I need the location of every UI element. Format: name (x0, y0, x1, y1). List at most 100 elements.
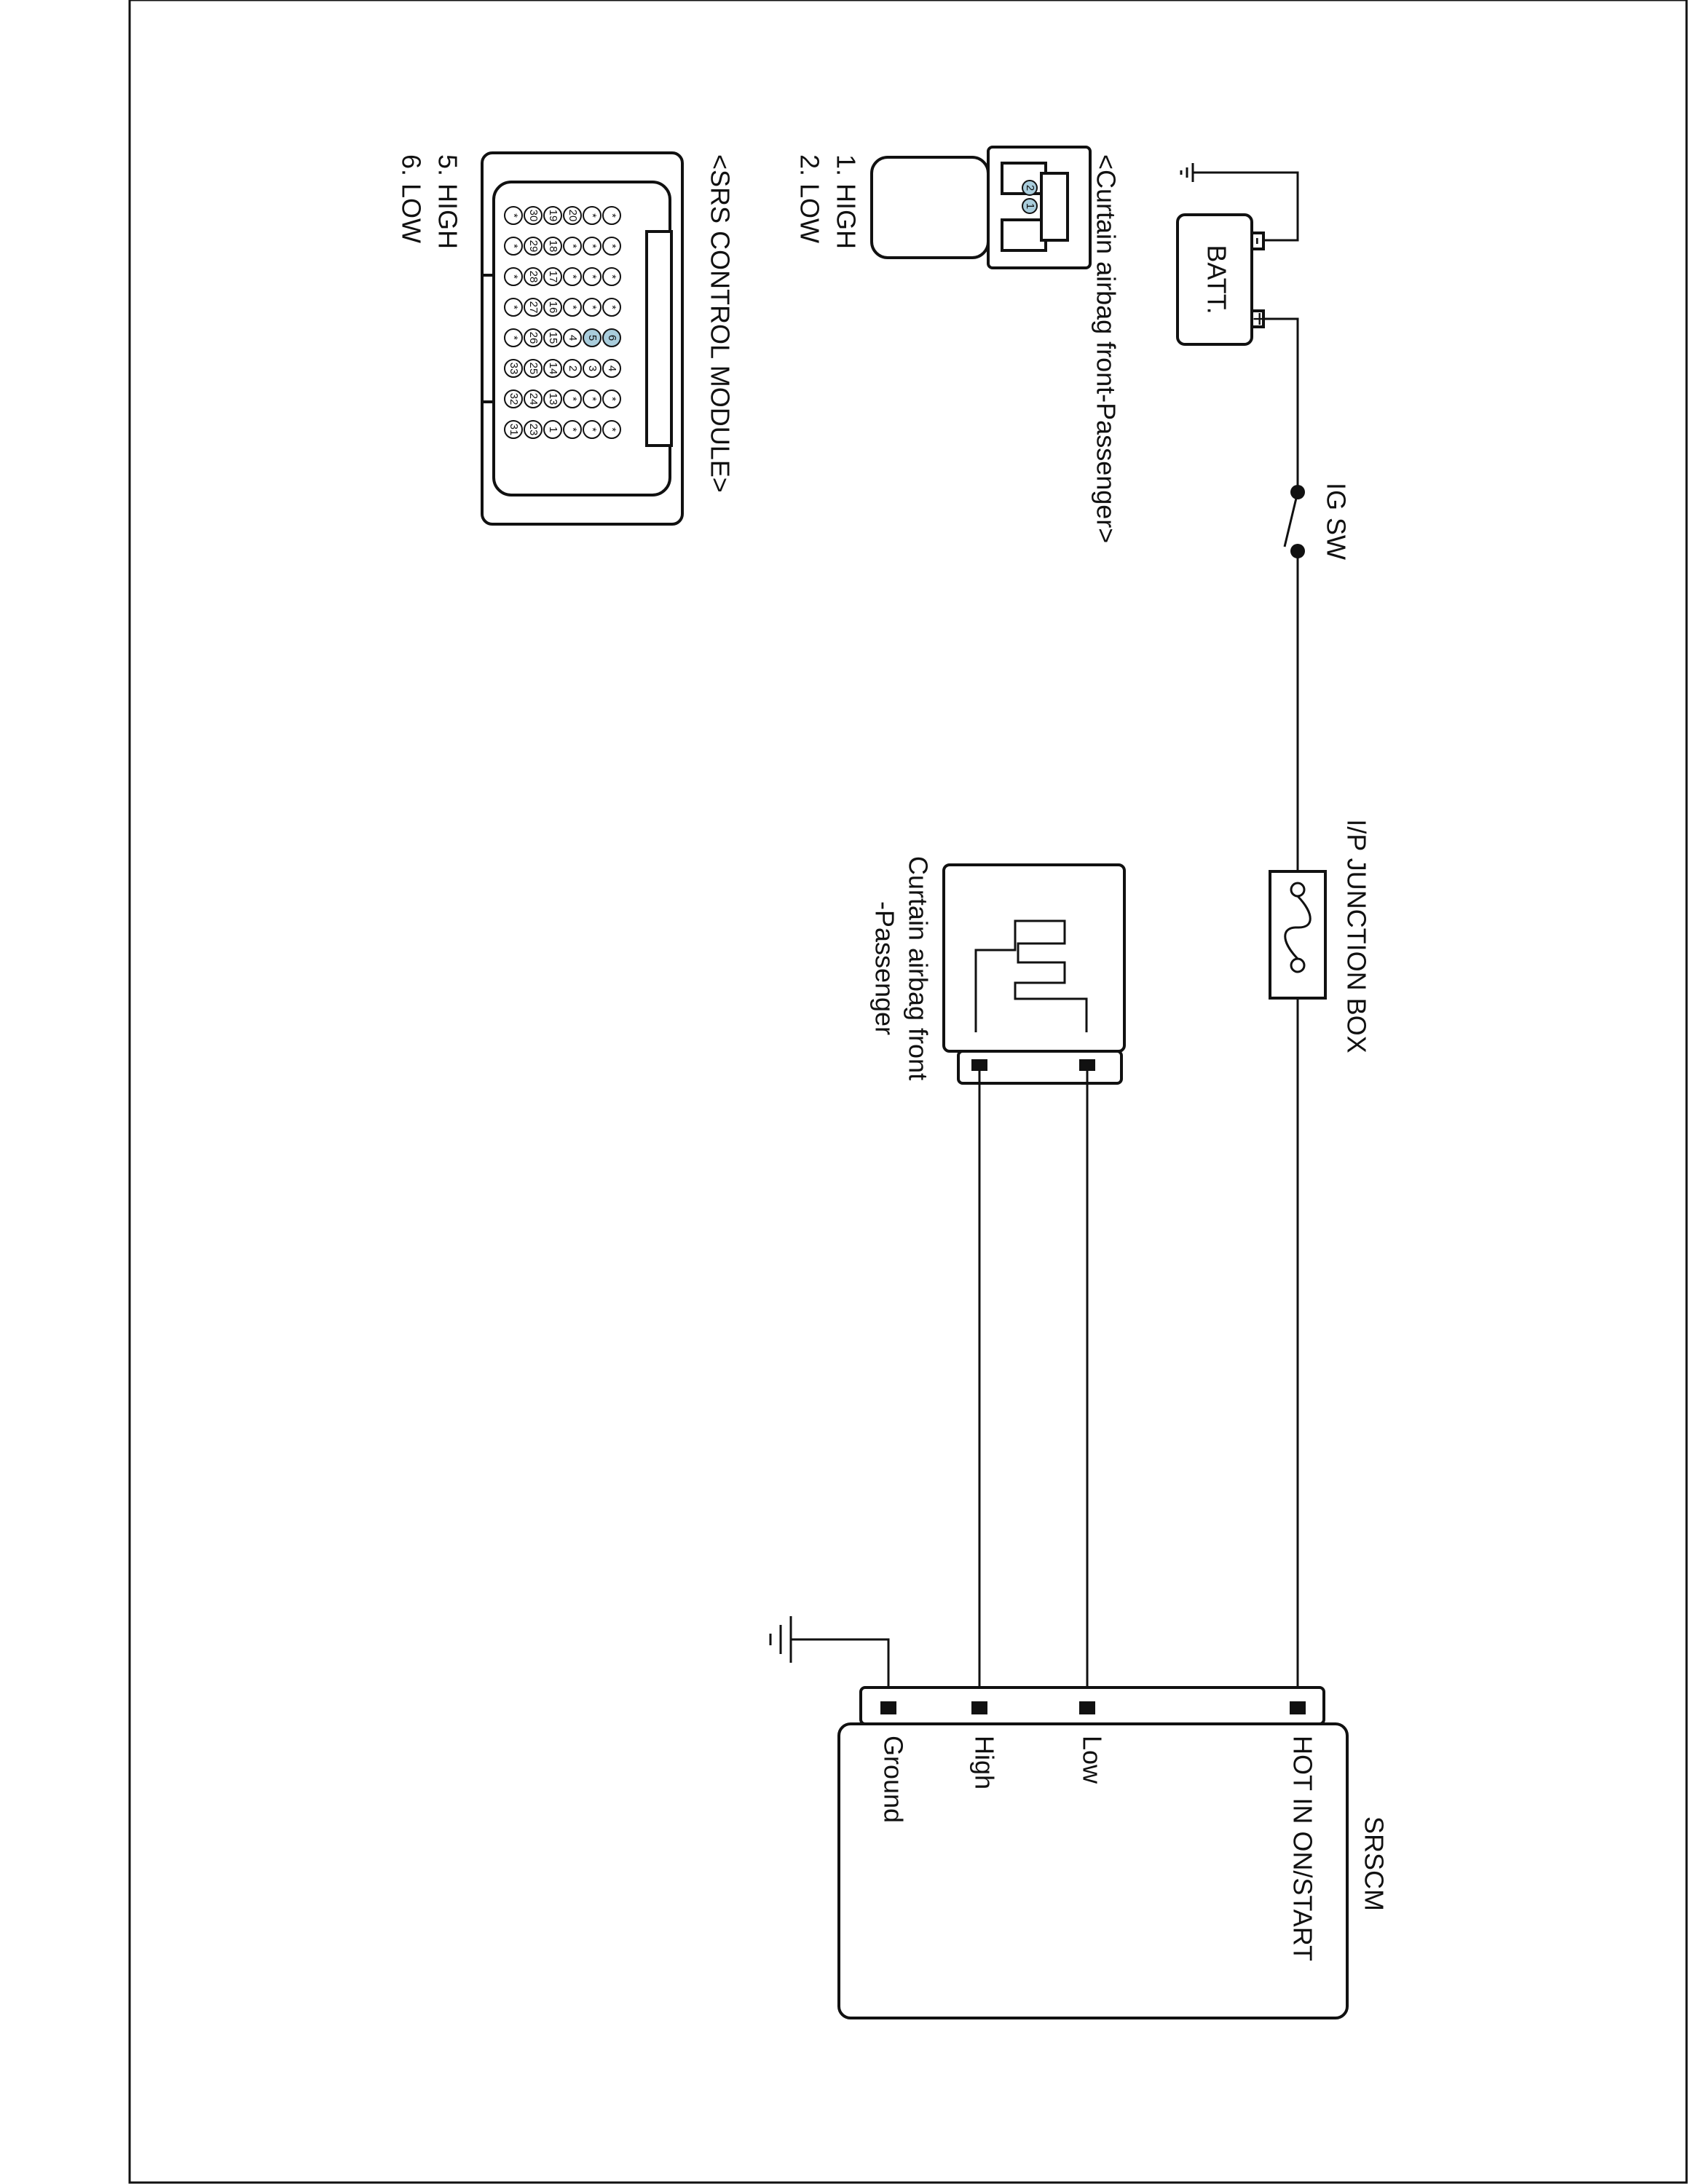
srs-pin-number: * (508, 274, 520, 279)
srs-pin-cell (543, 298, 562, 317)
ig-switch: IG SW (1283, 483, 1351, 560)
srs-pin-number: * (567, 427, 579, 432)
srs-pin-cell (524, 267, 543, 286)
srs-pin-cell (602, 298, 621, 317)
battery-label: BATT. (1202, 245, 1231, 314)
srs-pin-number: 18 (547, 240, 559, 253)
airbag-label-line1: Curtain airbag front (903, 856, 933, 1080)
battery: - + BATT. (1176, 213, 1273, 346)
srs-pin-number: * (606, 274, 618, 279)
srscm-pin-label-high: High (969, 1736, 999, 1789)
airbag-connector-pin-num-2: 2 (1024, 185, 1036, 191)
srs-pin-number: 15 (547, 332, 559, 344)
ig-switch-label: IG SW (1321, 483, 1351, 560)
srs-pin-cell (504, 206, 523, 225)
srs-pin-cell (602, 359, 621, 378)
srs-pin-number: 2 (567, 365, 579, 371)
srs-pin-number: 31 (508, 424, 520, 436)
srscm-module: HOT IN ON/START Low High Ground SRSCM (837, 1686, 1389, 2019)
srs-pin-cell (524, 237, 543, 256)
srs-pin-cell (524, 359, 543, 378)
srs-pin-number: 23 (527, 424, 540, 436)
srs-pin-number: 3 (586, 365, 599, 371)
srs-pin-number: 26 (527, 332, 540, 344)
srs-pin-cell (504, 237, 523, 256)
airbag-pin-low (1079, 1059, 1095, 1071)
srs-pin-number: 13 (547, 393, 559, 405)
srs-pin-cell (524, 389, 543, 408)
srs-pin-cell (543, 328, 562, 347)
srscm-pin-low (1079, 1701, 1095, 1714)
srs-pin-cell (504, 420, 523, 439)
battery-positive-wire (1263, 317, 1299, 492)
srs-pin-number: 14 (547, 363, 559, 375)
srs-pin-number: * (606, 397, 618, 401)
ground-symbol-battery (1180, 163, 1194, 182)
srscm-pin-label-low: Low (1077, 1736, 1107, 1784)
srs-pin-number: 27 (527, 301, 540, 314)
srs-pin-number: * (567, 397, 579, 401)
srs-pin-cell (504, 328, 523, 347)
battery-plus-label: + (1246, 312, 1273, 325)
srs-pin-cell (563, 359, 582, 378)
srscm-pin-ground (880, 1701, 896, 1714)
srs-pin-cell (563, 420, 582, 439)
power-circuit: - + BATT. IG SW I/P JUNCTION BOX (1176, 163, 1371, 1709)
srscm-pin-label-hot: HOT IN ON/START (1287, 1736, 1317, 1961)
srs-pin-cell (504, 298, 523, 317)
srs-pin-number: * (586, 244, 599, 248)
fuse-icon (1284, 895, 1312, 960)
airbag-label-line2: -Passenger (869, 901, 899, 1035)
airbag-connector-pin-1-label: 1. HIGH (831, 154, 861, 249)
srs-pin-number: * (606, 305, 618, 309)
airbag-pin-high (971, 1059, 987, 1071)
srs-connector-pin-5-label: 5. HIGH (433, 154, 462, 249)
srs-pin-number: * (508, 244, 520, 248)
srs-pin-number: 19 (547, 210, 559, 222)
srs-pin-cell (583, 420, 602, 439)
srs-connector-pin-6-label: 6. LOW (396, 154, 426, 243)
srs-pin-cell (563, 298, 582, 317)
srs-pin-number: * (586, 305, 599, 309)
srs-pin-number: * (606, 427, 618, 432)
srs-pin-number: * (586, 213, 599, 218)
srs-pin-number: * (586, 274, 599, 279)
srs-pin-cell (504, 389, 523, 408)
junction-box-label: I/P JUNCTION BOX (1341, 819, 1371, 1053)
srs-pin-number: * (567, 274, 579, 279)
srs-pin-cell (563, 328, 582, 347)
srs-pin-cell (563, 389, 582, 408)
srscm-pin-hot (1290, 1701, 1306, 1714)
srs-pin-cell (543, 267, 562, 286)
airbag-connector-view: 2 1 <Curtain airbag front-Passenger> 1. … (794, 146, 1121, 543)
junction-box: I/P JUNCTION BOX (1269, 819, 1371, 1053)
srs-pin-cell (543, 237, 562, 256)
airbag-connector-pin-2-label: 2. LOW (794, 154, 824, 243)
srs-pin-number: 20 (567, 210, 579, 222)
battery-minus-label: - (1245, 237, 1272, 245)
srs-pin-number: 6 (606, 335, 618, 341)
srs-pin-cell (583, 359, 602, 378)
srs-pin-cell (583, 328, 602, 347)
srs-pin-cell (524, 420, 543, 439)
srs-pin-cell (524, 206, 543, 225)
srs-pin-cell (583, 267, 602, 286)
srs-pin-cell (504, 267, 523, 286)
srs-pin-number: 30 (527, 210, 540, 222)
srs-pin-cell (602, 206, 621, 225)
srs-pin-number: * (606, 244, 618, 248)
srs-pin-cell (602, 237, 621, 256)
srs-pin-cell (602, 420, 621, 439)
srs-pin-number: 29 (527, 240, 540, 253)
srs-pin-number: * (586, 397, 599, 401)
airbag-squib-icon (974, 919, 1088, 1032)
srs-pin-cell (524, 328, 543, 347)
srscm-ground-circuit (769, 1616, 890, 1709)
airbag-connector-pin-num-1: 1 (1024, 203, 1036, 209)
srs-pin-cell (583, 389, 602, 408)
srscm-pin-high (971, 1701, 987, 1714)
srs-pin-number: 28 (527, 271, 540, 283)
srscm-pin-label-ground: Ground (878, 1736, 908, 1823)
srs-pin-cell (563, 237, 582, 256)
